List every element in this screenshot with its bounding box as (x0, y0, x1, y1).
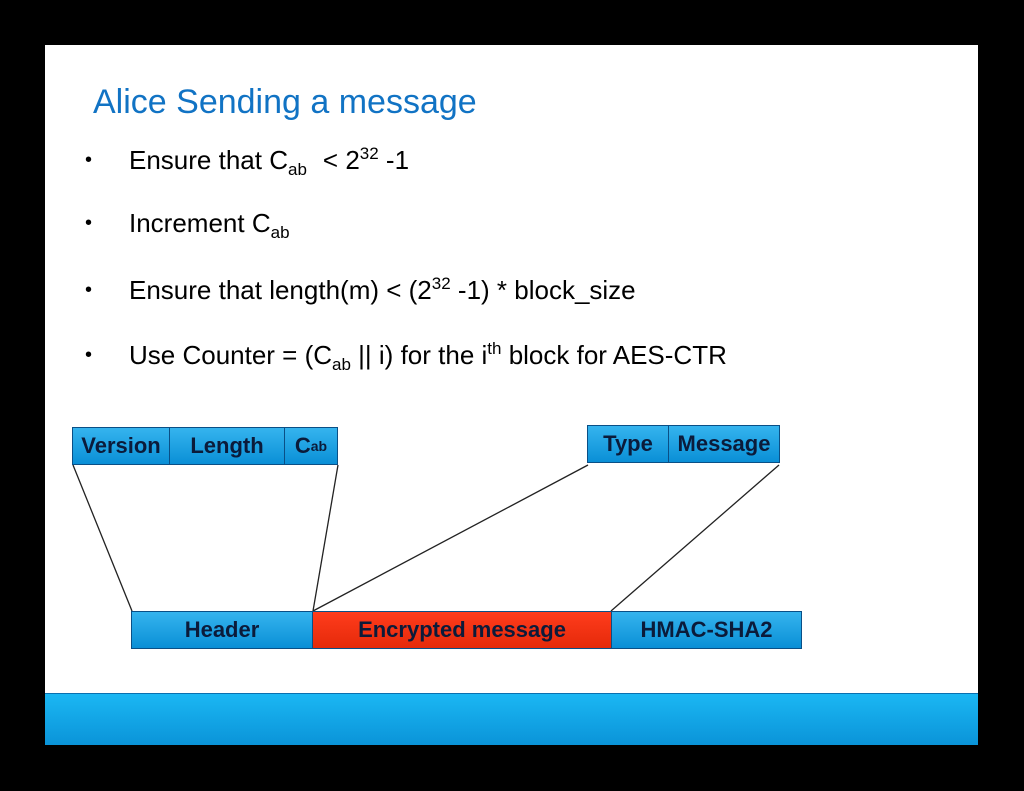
field-length: Length (169, 427, 285, 465)
bullet-2: •Increment Cab (85, 208, 290, 242)
field-message: Message (668, 425, 780, 463)
bullet-3: •Ensure that length(m) < (232 -1) * bloc… (85, 274, 636, 305)
bullet-1: •Ensure that Cab< 232 -1 (85, 144, 410, 179)
bullet-dot: • (85, 344, 93, 366)
connector-line (312, 464, 589, 612)
slide-title: Alice Sending a message (93, 83, 477, 121)
bullet-4: •Use Counter = (Cab || i) for the ith bl… (85, 339, 727, 374)
bullet-dot: • (85, 212, 93, 234)
packet-header: Header (131, 611, 313, 649)
packet-encrypted-message: Encrypted message (312, 611, 612, 649)
field-version: Version (72, 427, 170, 465)
connector-line (610, 464, 780, 612)
packet-hmac: HMAC-SHA2 (611, 611, 802, 649)
connector-lines (72, 464, 780, 612)
field-type: Type (587, 425, 669, 463)
bullet-dot: • (85, 279, 93, 301)
footer-bar (45, 693, 978, 745)
bullet-dot: • (85, 149, 93, 171)
slide: Alice Sending a message •Ensure that Cab… (45, 45, 978, 745)
connector-line (312, 464, 339, 612)
connector-line (72, 464, 133, 612)
